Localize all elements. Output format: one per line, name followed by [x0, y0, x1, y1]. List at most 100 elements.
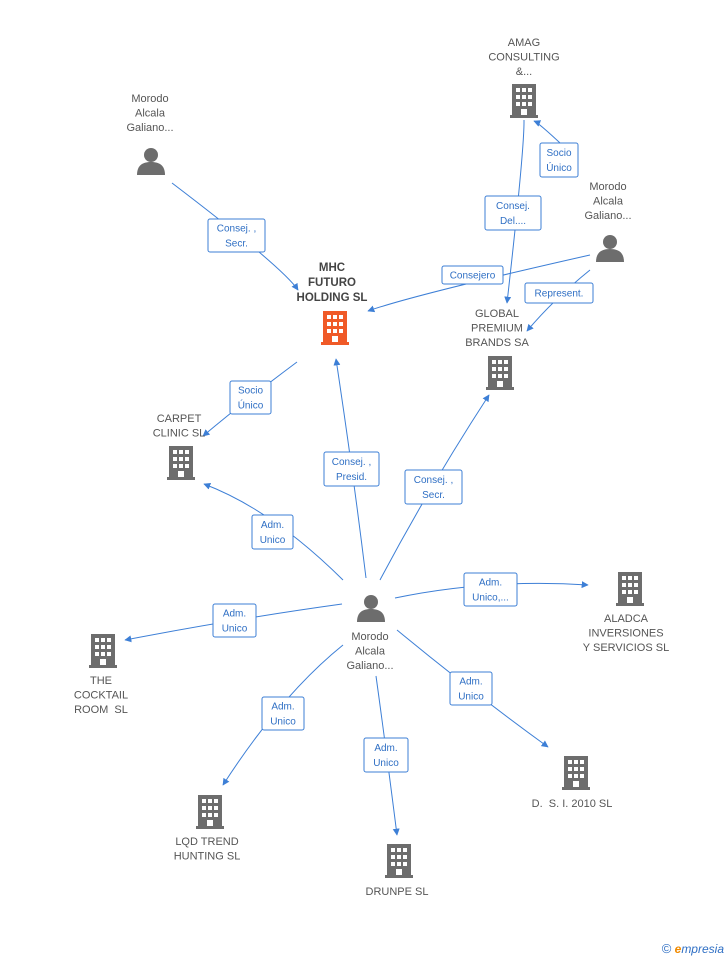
edge-label: Adm.	[479, 578, 502, 589]
copyright-icon: ©	[661, 941, 672, 956]
node-label: ALADCA	[604, 613, 649, 625]
relation-edge[interactable]: Adm. Unico	[396, 629, 549, 748]
node-label: INVERSIONES	[588, 628, 663, 640]
node-label: Alcala	[135, 108, 166, 120]
edge-label: Socio	[546, 148, 571, 159]
relation-edge[interactable]: Adm. Unico	[203, 482, 344, 581]
company-node[interactable]: MHC FUTURO HOLDING SL	[297, 262, 368, 345]
company-node[interactable]: ALADCA INVERSIONES Y SERVICIOS SL	[583, 572, 669, 654]
edge-label: Unico	[260, 535, 286, 546]
edge-label-box	[207, 218, 266, 253]
node-label: AMAG	[508, 37, 540, 49]
building-icon	[616, 572, 644, 606]
node-label: FUTURO	[308, 277, 356, 289]
relation-edge[interactable]: Adm. Unico	[222, 644, 344, 786]
edge-label: Consejero	[450, 271, 496, 282]
edge-label: Presid.	[336, 472, 367, 483]
building-icon	[321, 311, 349, 345]
node-label: HOLDING SL	[297, 292, 368, 304]
edge-label-box	[463, 572, 518, 607]
node-label: COCKTAIL	[74, 690, 128, 702]
building-icon	[486, 356, 514, 390]
edge-label: Unico,...	[472, 593, 509, 604]
node-label: CARPET	[157, 413, 202, 425]
edge-label: Unico	[458, 692, 484, 703]
edge-label: Represent.	[535, 289, 584, 300]
edge-label-box	[404, 469, 463, 505]
node-label: D. S. I. 2010 SL	[532, 798, 613, 810]
node-label: Galiano...	[126, 122, 173, 134]
node-label: Y SERVICIOS SL	[583, 642, 669, 654]
edge-label: Único	[238, 399, 264, 412]
node-label: THE	[90, 675, 112, 687]
edge-label-box	[484, 195, 542, 231]
person-icon	[137, 148, 165, 175]
node-label: HUNTING SL	[174, 851, 241, 863]
edge-label-box	[229, 380, 272, 415]
edge-label-box	[539, 142, 579, 178]
node-label: DRUNPE SL	[366, 886, 429, 898]
building-icon	[510, 84, 538, 118]
building-icon	[385, 844, 413, 878]
building-icon	[562, 756, 590, 790]
relation-edge[interactable]: Adm. Unico,...	[394, 572, 589, 607]
edge-label: Secr.	[422, 490, 445, 501]
relation-edge[interactable]: Represent.	[524, 269, 594, 332]
relation-edge[interactable]: Consej. , Presid.	[323, 358, 380, 579]
node-label: Galiano...	[346, 660, 393, 672]
building-icon	[167, 446, 195, 480]
edge-label-box	[363, 737, 409, 773]
node-label: Galiano...	[584, 210, 631, 222]
edge-label: Secr.	[225, 239, 248, 250]
node-label: Morodo	[131, 93, 168, 105]
node-label: Alcala	[355, 646, 386, 658]
relation-edge[interactable]: Adm.Unico	[363, 675, 409, 836]
brand-name: mpresia	[681, 942, 724, 956]
edge-label-box	[524, 282, 594, 304]
person-node[interactable]: MorodoAlcalaGaliano...	[584, 181, 632, 262]
edge-label: Consej. ,	[217, 224, 256, 235]
relation-edge[interactable]: Consejero	[367, 254, 591, 313]
edge-label: Consej. ,	[414, 475, 453, 486]
relation-edge[interactable]: Consej. , Secr.	[379, 394, 490, 581]
edge-label: Único	[546, 161, 572, 174]
edge-label: Unico	[270, 717, 296, 728]
company-node[interactable]: AMAGCONSULTING&...	[488, 37, 560, 118]
company-node[interactable]: CARPET CLINIC SL	[153, 413, 206, 480]
node-label: GLOBAL	[475, 308, 519, 320]
relation-edge[interactable]: Adm.Unico	[124, 603, 343, 643]
node-label: Morodo	[351, 631, 388, 643]
node-label: BRANDS SA	[465, 337, 529, 349]
edge-label-box	[212, 603, 257, 638]
edge-label: Adm.	[223, 609, 246, 620]
edge-label-box	[323, 451, 380, 487]
node-label: MHC	[319, 262, 345, 274]
edge-label-box	[449, 671, 493, 706]
edge-label: Adm.	[271, 702, 294, 713]
edge-label: Adm.	[261, 520, 284, 531]
node-label: Morodo	[589, 181, 626, 193]
edge-label-box	[441, 265, 504, 285]
edge-label: Adm.	[459, 677, 482, 688]
relation-edge[interactable]: Consej. , Secr.	[171, 182, 299, 291]
building-icon	[89, 634, 117, 668]
company-node[interactable]: D. S. I. 2010 SL	[532, 756, 613, 810]
footer-brand[interactable]: © empresia	[662, 941, 724, 956]
node-label: &...	[516, 66, 533, 78]
person-node[interactable]: MorodoAlcalaGaliano...	[346, 595, 394, 672]
edge-arrow	[367, 254, 591, 313]
edge-label: Consej. ,	[332, 457, 371, 468]
company-node[interactable]: DRUNPE SL	[366, 844, 429, 898]
relation-edge[interactable]: Consej.Del....	[484, 119, 542, 304]
edge-label: Unico	[373, 758, 399, 769]
node-label: CLINIC SL	[153, 428, 206, 440]
node-label: Alcala	[593, 196, 624, 208]
person-node[interactable]: MorodoAlcalaGaliano...	[126, 93, 174, 175]
person-icon	[357, 595, 385, 622]
